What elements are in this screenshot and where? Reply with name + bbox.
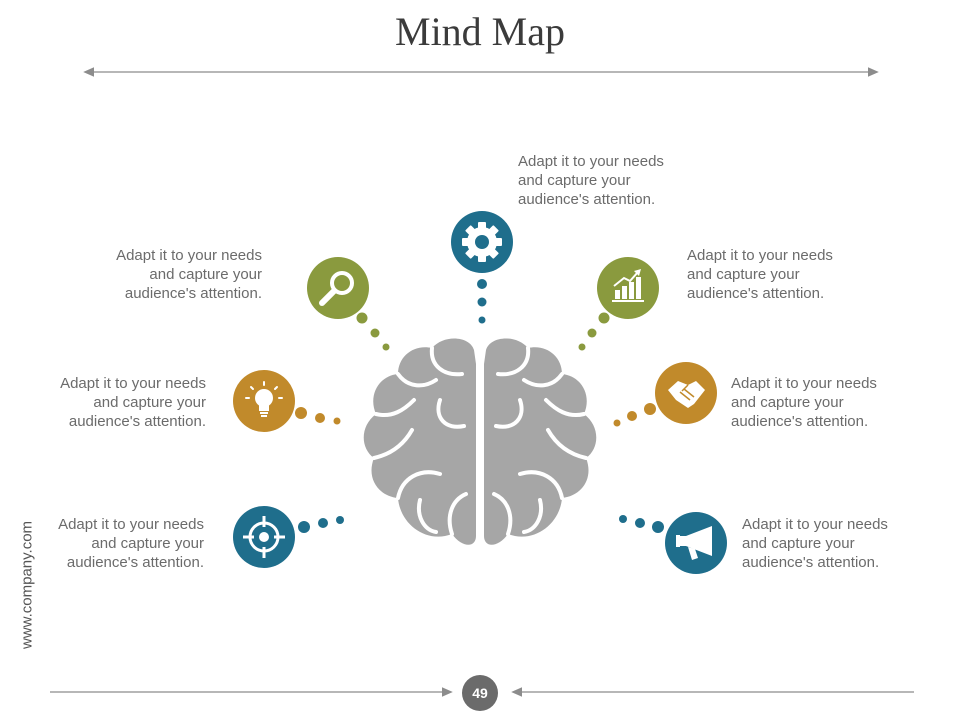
gear-icon xyxy=(451,211,513,273)
page-number-badge xyxy=(462,675,498,711)
connector-dots-top xyxy=(477,279,487,324)
connector-dots-mid-left xyxy=(295,407,341,425)
connector-dots-upper-left xyxy=(356,312,390,351)
connector-dots-lower-left xyxy=(298,516,344,533)
brain-icon xyxy=(363,338,597,545)
page-title: Mind Map xyxy=(395,9,565,54)
bar-chart-icon xyxy=(597,257,659,319)
connector-dots-mid-right xyxy=(613,403,656,427)
target-icon xyxy=(233,506,295,568)
lightbulb-icon xyxy=(233,370,295,432)
handshake-icon xyxy=(655,362,717,424)
website-url: www.company.com xyxy=(18,520,36,650)
megaphone-icon xyxy=(665,512,727,574)
magnifier-icon xyxy=(307,257,369,319)
connector-dots-lower-right xyxy=(619,515,664,533)
page-number: 49 xyxy=(472,685,488,701)
connector-dots-upper-right xyxy=(578,312,610,351)
